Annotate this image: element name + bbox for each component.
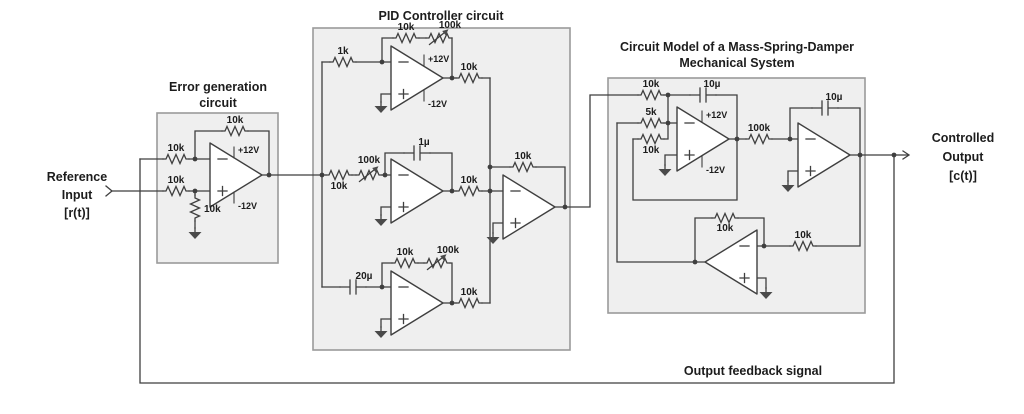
output-feedback-label: Output feedback signal [684,364,822,378]
eg-ground-resistor-label: 10k [204,204,221,215]
eg-vpos-label: +12V [238,145,259,155]
junction-dots [192,59,897,306]
reference-input-label-line3: [r(t)] [64,206,90,220]
msd-damper-resistor-label: 10k [643,145,660,156]
pid-i-input-pot-label: 100k [358,155,381,166]
pid-i-output-resistor-label: 10k [461,175,478,186]
reference-input-label-line2: Input [62,188,93,202]
wires [105,37,911,384]
pid-i-input-resistor-label: 10k [331,181,348,192]
supply-stubs [233,54,703,204]
error-gen-title-line1: Error generation [169,80,267,94]
msd-inverter-input-resistor-label: 10k [795,230,812,241]
pid-i-feedback-capacitor-label: 1µ [418,137,430,148]
pid-p-feedback-resistor-label: 10k [398,22,415,33]
pid-p-vneg-label: -12V [428,99,447,109]
controlled-output-label-line2: Output [943,150,985,164]
msd-vpos-label: +12V [706,110,727,120]
pid-p-vpos-label: +12V [428,54,449,64]
msd-spring-resistor-label: 5k [645,107,657,118]
msd-feedback-capacitor-label: 10µ [704,79,721,90]
pid-p-input-resistor-label: 1k [337,46,349,57]
pid-d-output-resistor-label: 10k [461,287,478,298]
pid-title: PID Controller circuit [378,9,504,23]
pid-p-feedback-pot-label: 100k [439,20,462,31]
eg-top-input-resistor-label: 10k [168,143,185,154]
reference-input-label-line1: Reference [47,170,107,184]
msd-inverter-feedback-resistor-label: 10k [717,223,734,234]
msd-title-line2: Mechanical System [679,56,794,70]
pid-d-input-capacitor-label: 20µ [356,271,373,282]
msd-vneg-label: -12V [706,165,725,175]
error-gen-title-line2: circuit [199,96,237,110]
msd-force-resistor-label: 10k [643,79,660,90]
eg-feedback-resistor-label: 10k [227,115,244,126]
msd-integrator-capacitor-label: 10µ [826,92,843,103]
controlled-output-label-line1: Controlled [932,131,995,145]
output-arrow-icon [902,150,911,160]
pid-p-output-resistor-label: 10k [461,62,478,73]
eg-vneg-label: -12V [238,201,257,211]
pid-sum-feedback-resistor-label: 10k [515,151,532,162]
opamps [209,45,851,336]
eg-bottom-input-resistor-label: 10k [168,175,185,186]
pid-controller-block [312,27,571,351]
msd-title-line1: Circuit Model of a Mass-Spring-Damper [620,40,854,54]
feedback-wire [139,154,895,384]
pid-d-feedback-resistor-label: 10k [397,247,414,258]
controlled-output-label-line3: [c(t)] [949,169,977,183]
input-arrow-icon [105,185,114,197]
pid-d-feedback-pot-label: 100k [437,245,460,256]
msd-coupling-resistor-label: 100k [748,123,771,134]
